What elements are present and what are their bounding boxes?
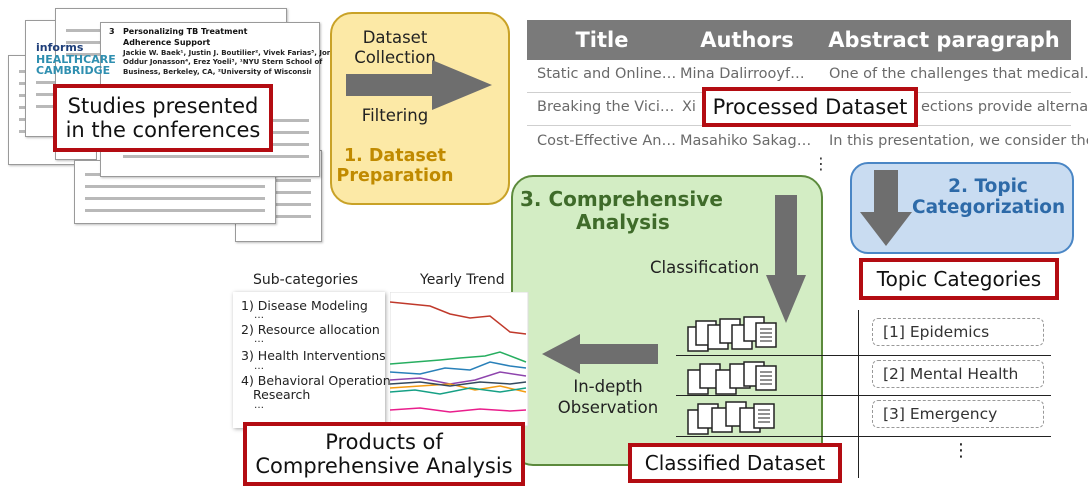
document-stack-icon — [687, 361, 777, 395]
preparation-arrow — [346, 60, 492, 110]
trend-line — [390, 383, 527, 393]
products-caption: Products of Comprehensive Analysis — [243, 422, 525, 486]
trend-line — [390, 361, 527, 375]
category-item: [1] Epidemics — [872, 318, 1044, 346]
column-header-title: Title — [575, 28, 629, 52]
category-item: [2] Mental Health — [872, 360, 1044, 388]
category-item: [3] Emergency — [872, 400, 1044, 428]
dataset-preparation-box — [330, 12, 510, 205]
table-header-bar — [527, 20, 1071, 60]
category-row-divider — [676, 395, 1051, 396]
yearly-trend-title: Yearly Trend — [420, 272, 505, 288]
studies-caption: Studies presented in the conferences — [53, 84, 273, 152]
observation-label: In-depth Observation — [557, 377, 659, 418]
filtering-label: Filtering — [361, 106, 429, 125]
column-header-abstract: Abstract paragraph — [828, 28, 1060, 52]
category-column-divider — [858, 310, 859, 478]
dataset-collection-label: Dataset Collection — [354, 28, 436, 67]
category-row-divider — [676, 355, 1051, 356]
informs-healthcare-logo: informs HEALTHCARE CAMBRIDGE — [36, 41, 116, 78]
topic-categories-caption: Topic Categories — [859, 258, 1059, 300]
trend-line — [390, 407, 527, 413]
categories-more-indicator: ⋮ — [952, 440, 970, 461]
trend-line — [390, 381, 527, 387]
trend-line — [390, 301, 527, 335]
yearly-trend-chart — [390, 292, 529, 427]
subcategories-title: Sub-categories — [253, 272, 359, 288]
classification-label: Classification — [650, 258, 760, 277]
trend-line — [390, 387, 527, 395]
subcategories-panel — [233, 292, 385, 428]
dataset-preparation-label: 1. Dataset Preparation — [336, 146, 454, 187]
observation-arrow — [542, 334, 658, 374]
trend-line — [390, 351, 527, 365]
trend-line — [390, 371, 527, 385]
comprehensive-analysis-label: 3. Comprehensive Analysis — [520, 187, 723, 234]
document-stack-icon — [687, 316, 777, 352]
processed-dataset-caption: Processed Dataset — [702, 87, 918, 127]
document-stack-icon — [687, 401, 775, 435]
classification-arrow — [766, 195, 806, 323]
categorization-arrow — [860, 170, 912, 246]
category-row-divider — [676, 436, 1051, 437]
table-more-indicator: ⋮ — [813, 154, 829, 173]
classified-dataset-caption: Classified Dataset — [628, 443, 842, 483]
column-header-authors: Authors — [700, 28, 794, 52]
topic-categorization-label: 2. Topic Categorization — [912, 176, 1066, 219]
